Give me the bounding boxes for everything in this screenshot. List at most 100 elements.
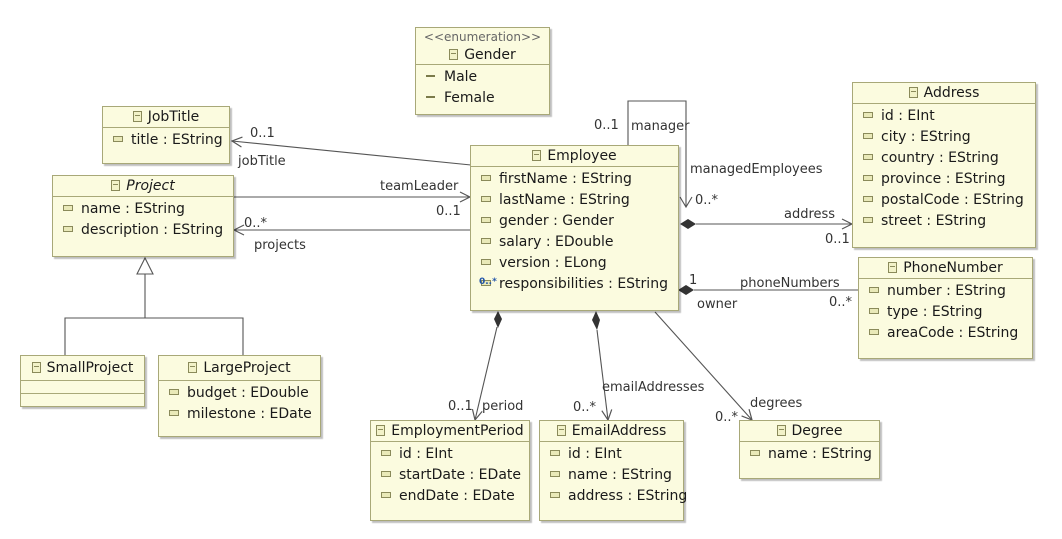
attribute: name : EString bbox=[740, 444, 879, 465]
composition-diamond-period bbox=[494, 311, 502, 328]
attribute-icon bbox=[169, 410, 179, 416]
projects-multiplicity: 0..* bbox=[244, 216, 268, 231]
class-name: JobTitle bbox=[147, 109, 200, 125]
composition-diamond-phone bbox=[678, 285, 694, 295]
literal-icon bbox=[426, 96, 435, 98]
attribute: budget : EDouble bbox=[159, 383, 320, 404]
class-header: PhoneNumber bbox=[859, 258, 1032, 279]
class-largeproject[interactable]: LargeProject budget : EDouble milestone … bbox=[158, 355, 321, 437]
class-emailaddress[interactable]: EmailAddress id : EInt name : EString ad… bbox=[539, 420, 687, 521]
class-header: EmailAddress bbox=[540, 421, 683, 442]
attribute: name : EString bbox=[540, 465, 683, 486]
address-role: address bbox=[784, 207, 835, 222]
attribute-icon bbox=[63, 205, 73, 211]
attribute-icon bbox=[169, 389, 179, 395]
attribute: milestone : EDate bbox=[159, 404, 320, 425]
attribute: firstName : EString bbox=[471, 169, 678, 190]
attribute: name : EString bbox=[53, 199, 233, 220]
class-gender-enumeration[interactable]: <<enumeration>> Gender Male Female bbox=[415, 27, 550, 115]
emailaddresses-association bbox=[596, 329, 608, 420]
multi-valued-icon: 0..* bbox=[479, 277, 497, 287]
attribute-icon bbox=[113, 136, 123, 142]
attribute-icon bbox=[550, 450, 560, 456]
period-multiplicity: 0..1 bbox=[448, 399, 473, 414]
owner-role: owner bbox=[697, 297, 738, 312]
attribute-icon bbox=[863, 217, 873, 223]
attribute-icon bbox=[481, 217, 491, 223]
attribute: postalCode : EString bbox=[853, 190, 1035, 211]
managed-employees-multiplicity: 0..* bbox=[695, 193, 719, 208]
class-jobtitle[interactable]: JobTitle title : EString bbox=[102, 106, 230, 164]
jobtitle-multiplicity: 0..1 bbox=[250, 126, 275, 141]
attribute: street : EString bbox=[853, 211, 1035, 232]
class-project[interactable]: Project name : EString description : ESt… bbox=[52, 175, 234, 257]
period-role: period bbox=[482, 399, 523, 414]
phonenumbers-role: phoneNumbers bbox=[740, 276, 840, 291]
address-multiplicity: 0..1 bbox=[825, 232, 850, 247]
projects-role: projects bbox=[254, 238, 306, 253]
class-address[interactable]: Address id : EInt city : EString country… bbox=[852, 82, 1036, 248]
class-header: EmploymentPeriod bbox=[371, 421, 529, 442]
class-name: EmploymentPeriod bbox=[391, 423, 524, 439]
class-degree[interactable]: Degree name : EString bbox=[739, 420, 880, 479]
attribute: type : EString bbox=[859, 302, 1032, 323]
attribute-icon bbox=[863, 133, 873, 139]
attribute-icon bbox=[481, 175, 491, 181]
degrees-multiplicity: 0..* bbox=[715, 410, 739, 425]
class-header: Degree bbox=[740, 421, 879, 442]
jobtitle-role: jobTitle bbox=[237, 154, 286, 169]
attribute-icon bbox=[381, 450, 391, 456]
class-icon bbox=[111, 180, 121, 191]
attribute-icon bbox=[481, 280, 491, 286]
class-employmentperiod[interactable]: EmploymentPeriod id : EInt startDate : E… bbox=[370, 420, 530, 521]
attribute-icon bbox=[863, 154, 873, 160]
class-name: SmallProject bbox=[46, 360, 134, 376]
class-name: Employee bbox=[547, 148, 617, 164]
class-smallproject[interactable]: SmallProject bbox=[20, 355, 145, 407]
manager-multiplicity: 0..1 bbox=[594, 118, 619, 133]
class-employee[interactable]: Employee firstName : EString lastName : … bbox=[470, 145, 679, 311]
jobtitle-association bbox=[232, 141, 472, 166]
composition-diamond-address bbox=[680, 219, 696, 229]
class-phonenumber[interactable]: PhoneNumber number : EString type : EStr… bbox=[858, 257, 1033, 359]
attribute: city : EString bbox=[853, 127, 1035, 148]
attribute: 0..*responsibilities : EString bbox=[471, 274, 678, 295]
attribute: startDate : EDate bbox=[371, 465, 529, 486]
attribute: salary : EDouble bbox=[471, 232, 678, 253]
attribute-icon bbox=[481, 259, 491, 265]
attribute-icon bbox=[381, 471, 391, 477]
attribute-compartment bbox=[21, 381, 144, 394]
generalization-lines bbox=[64, 317, 244, 355]
attribute: endDate : EDate bbox=[371, 486, 529, 507]
attribute-icon bbox=[863, 175, 873, 181]
class-header: Project bbox=[53, 176, 233, 197]
class-name: Gender bbox=[464, 47, 516, 63]
teamleader-role: teamLeader bbox=[380, 179, 459, 194]
attribute-icon bbox=[481, 238, 491, 244]
degrees-association bbox=[654, 311, 752, 420]
class-header: SmallProject bbox=[21, 356, 144, 381]
composition-diamond-email bbox=[592, 311, 600, 330]
class-header: Address bbox=[853, 83, 1035, 104]
attribute: areaCode : EString bbox=[859, 323, 1032, 344]
class-header: JobTitle bbox=[103, 107, 229, 128]
attribute: address : EString bbox=[540, 486, 687, 507]
generalization-arrow bbox=[136, 256, 154, 275]
managed-employees-role: managedEmployees bbox=[690, 162, 823, 177]
emailaddresses-multiplicity: 0..* bbox=[573, 400, 597, 415]
enum-literal: Male bbox=[416, 67, 549, 88]
attribute-icon bbox=[863, 112, 873, 118]
attribute: lastName : EString bbox=[471, 190, 678, 211]
attribute: number : EString bbox=[859, 281, 1032, 302]
class-name: Project bbox=[126, 178, 175, 194]
class-icon bbox=[776, 425, 786, 436]
class-header: Employee bbox=[471, 146, 678, 167]
enumeration-icon bbox=[449, 49, 459, 60]
class-icon bbox=[532, 150, 542, 161]
period-association bbox=[475, 326, 498, 420]
owner-multiplicity: 1 bbox=[689, 273, 697, 288]
class-header: LargeProject bbox=[159, 356, 320, 381]
class-name: Address bbox=[923, 85, 980, 101]
attribute: title : EString bbox=[103, 130, 229, 151]
